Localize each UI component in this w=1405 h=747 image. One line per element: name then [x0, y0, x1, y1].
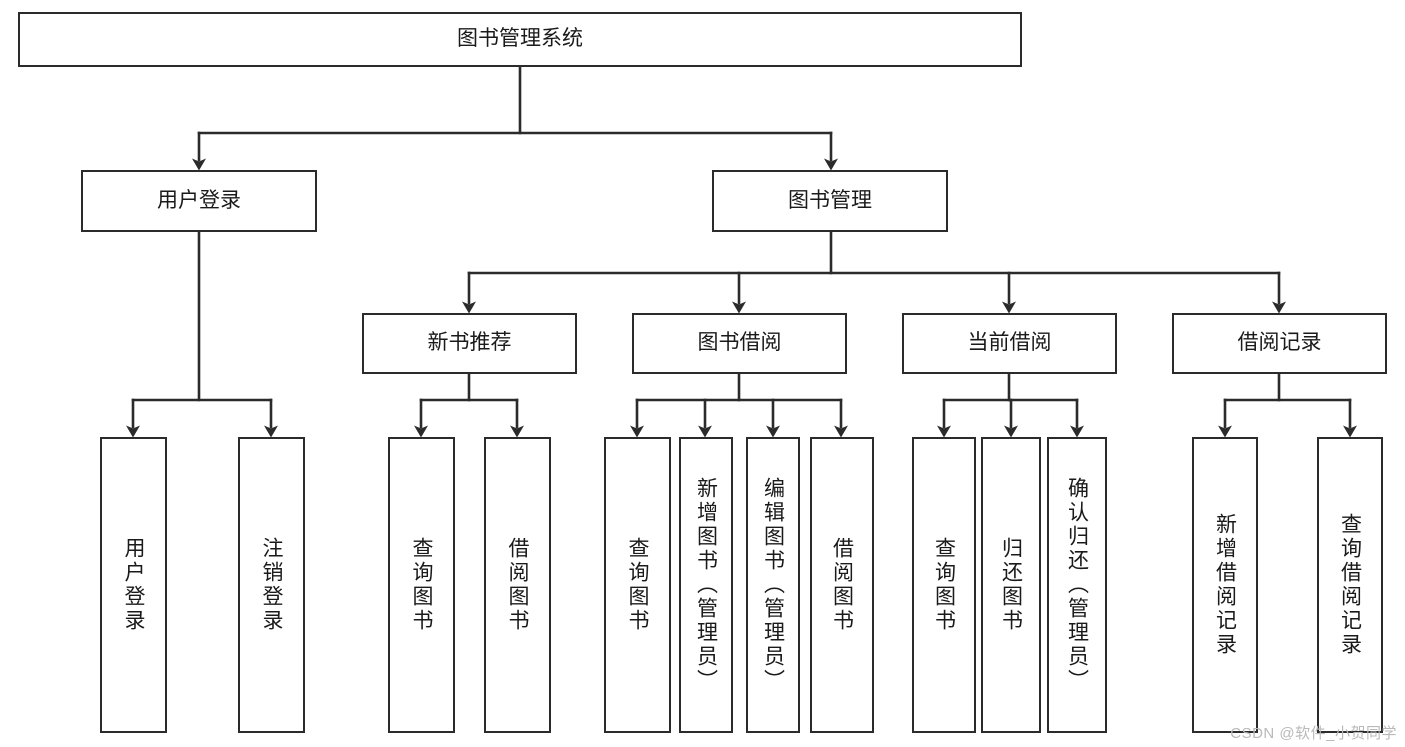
node-leaf-return-book-label: 归还图书 — [999, 537, 1023, 633]
node-leaf-query-book-2-label: 查询图书 — [626, 537, 649, 633]
node-borrow-record-label: 借阅记录 — [1237, 331, 1322, 355]
node-leaf-add-book-admin-label: 新增图书（管理员） — [694, 477, 718, 693]
node-leaf-query-book-1-label: 查询图书 — [410, 537, 433, 633]
node-leaf-confirm-return-admin[interactable]: 确认归还（管理员） — [1047, 437, 1107, 733]
node-leaf-logout[interactable]: 注销登录 — [238, 437, 305, 733]
node-root-label: 图书管理系统 — [457, 27, 583, 51]
node-current-borrow-label: 当前借阅 — [967, 331, 1052, 355]
node-new-book-recommend[interactable]: 新书推荐 — [362, 313, 577, 374]
node-leaf-confirm-return-admin-label: 确认归还（管理员） — [1065, 477, 1089, 693]
node-leaf-query-borrow-record-label: 查询借阅记录 — [1338, 513, 1362, 657]
node-leaf-add-borrow-record-label: 新增借阅记录 — [1213, 513, 1237, 657]
node-leaf-edit-book-admin[interactable]: 编辑图书（管理员） — [746, 437, 800, 733]
node-leaf-borrow-book-1-label: 借阅图书 — [506, 537, 529, 633]
node-leaf-query-book-2[interactable]: 查询图书 — [604, 437, 671, 733]
node-book-management-label: 图书管理 — [788, 188, 872, 212]
node-new-book-recommend-label: 新书推荐 — [427, 331, 512, 355]
node-leaf-add-book-admin[interactable]: 新增图书（管理员） — [679, 437, 733, 733]
node-leaf-user-login-label: 用户登录 — [122, 537, 145, 633]
node-leaf-borrow-book-1[interactable]: 借阅图书 — [484, 437, 551, 733]
node-leaf-return-book[interactable]: 归还图书 — [981, 437, 1041, 733]
node-leaf-query-book-1[interactable]: 查询图书 — [388, 437, 455, 733]
node-leaf-borrow-book-2-label: 借阅图书 — [830, 537, 854, 633]
node-current-borrow[interactable]: 当前借阅 — [902, 313, 1117, 374]
node-book-borrow-label: 图书借阅 — [697, 331, 782, 355]
node-book-borrow[interactable]: 图书借阅 — [632, 313, 847, 374]
watermark-text: CSDN @软件_小贺同学 — [1230, 725, 1397, 742]
node-leaf-logout-label: 注销登录 — [260, 537, 283, 633]
node-book-management[interactable]: 图书管理 — [712, 170, 948, 232]
node-leaf-query-book-3[interactable]: 查询图书 — [912, 437, 976, 733]
node-leaf-query-book-3-label: 查询图书 — [932, 537, 956, 633]
node-leaf-query-borrow-record[interactable]: 查询借阅记录 — [1317, 437, 1383, 733]
node-user-login-label: 用户登录 — [157, 188, 241, 212]
node-borrow-record[interactable]: 借阅记录 — [1172, 313, 1387, 374]
node-root[interactable]: 图书管理系统 — [18, 12, 1022, 67]
node-leaf-user-login[interactable]: 用户登录 — [100, 437, 167, 733]
node-leaf-add-borrow-record[interactable]: 新增借阅记录 — [1192, 437, 1258, 733]
node-user-login[interactable]: 用户登录 — [81, 170, 317, 232]
node-leaf-edit-book-admin-label: 编辑图书（管理员） — [761, 477, 785, 693]
node-leaf-borrow-book-2[interactable]: 借阅图书 — [810, 437, 874, 733]
